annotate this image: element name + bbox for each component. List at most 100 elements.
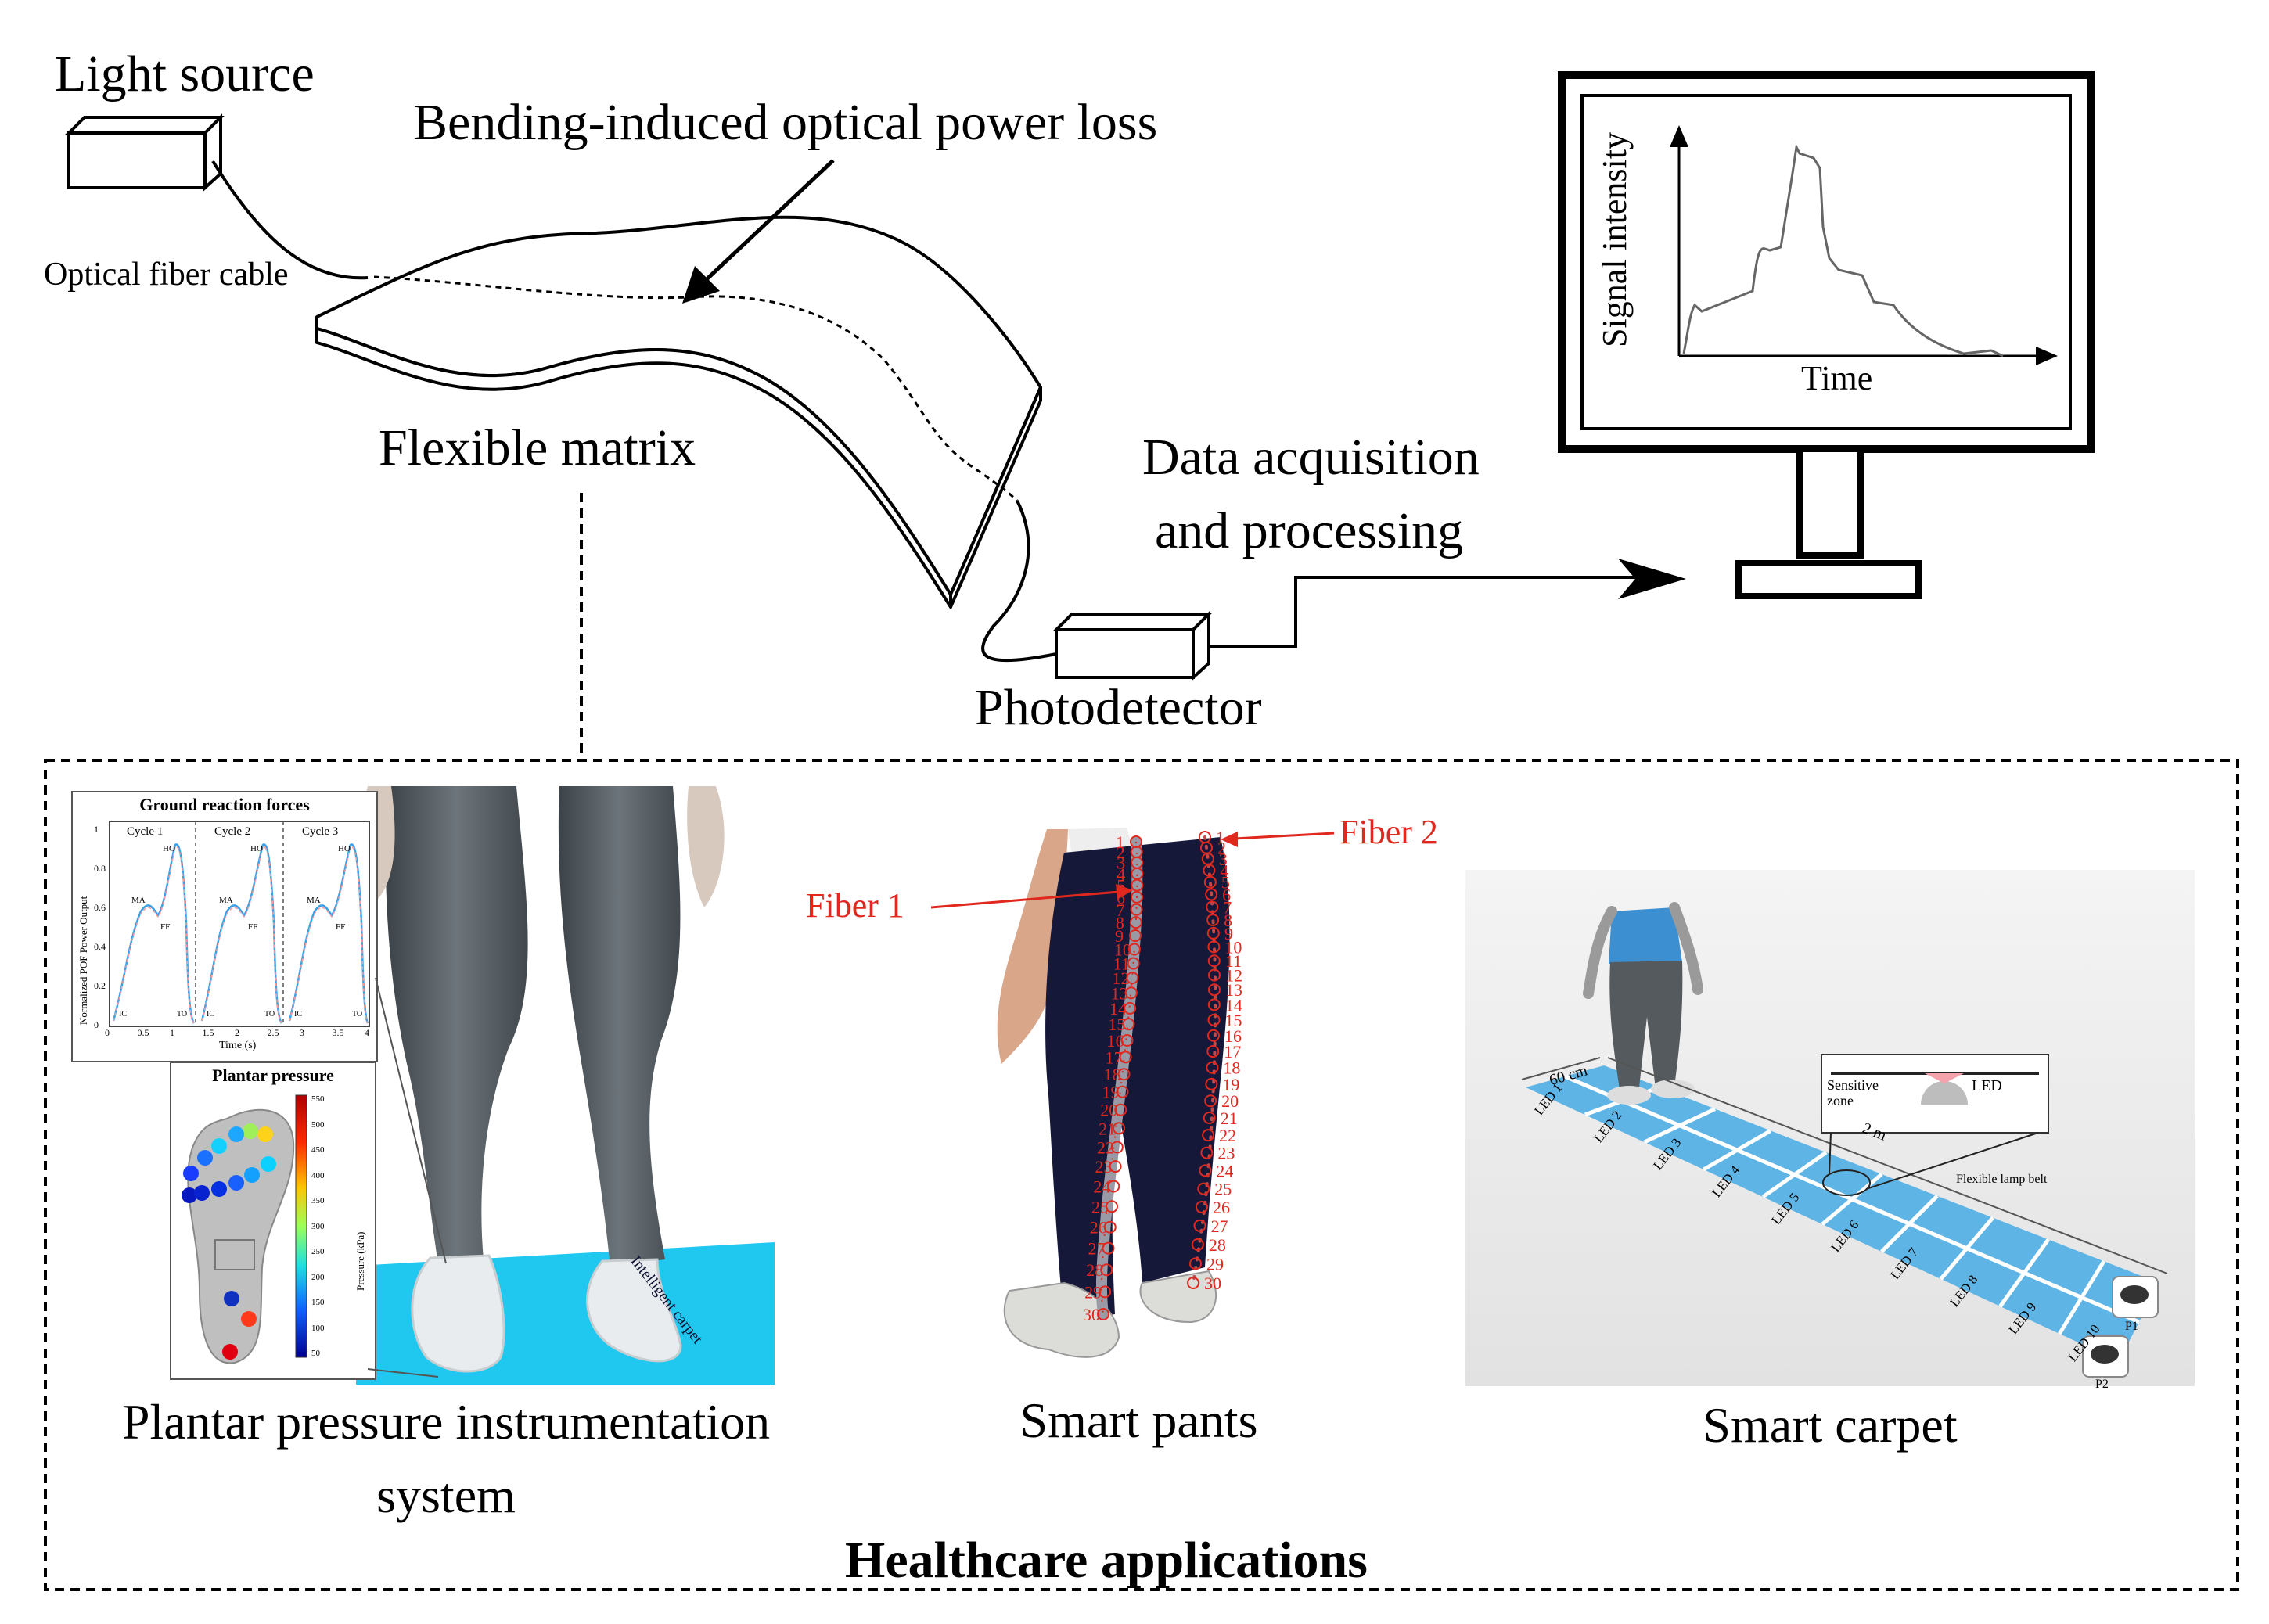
fiber2-point-number: 17 (1224, 1042, 1241, 1062)
fiber1-sensor-point (1107, 1180, 1120, 1193)
pressure-tick: 550 (311, 1094, 325, 1104)
smart-pants-figure (997, 828, 1230, 1358)
fiber1-sensor-point (1105, 1200, 1118, 1213)
fiber2-point-number: 1 (1216, 828, 1224, 847)
fiber1-sensor-point (1097, 1308, 1109, 1320)
fiber2-sensor-point (1204, 1094, 1217, 1108)
grf-marker-ma: MA (131, 896, 146, 905)
grf-marker-ho: HO (163, 844, 175, 853)
fiber1-sensor-point (1109, 1160, 1122, 1173)
grf-ytick: 0.2 (94, 980, 106, 991)
fiber2-sensor-point (1187, 1277, 1199, 1289)
fiber2-sensor-point (1200, 1146, 1214, 1159)
pressure-tick: 400 (311, 1170, 325, 1180)
flexible-matrix-label: Flexible matrix (379, 419, 696, 476)
fiber1-sensor-point (1127, 957, 1140, 970)
fiber2-point-number: 3 (1219, 850, 1228, 869)
pressure-tick: 300 (311, 1221, 325, 1231)
grf-xtick: 1.5 (202, 1027, 214, 1038)
fiber1-point-number: 14 (1109, 999, 1127, 1019)
fiber2-sensor-point (1207, 998, 1221, 1011)
signal-trace (1682, 143, 2004, 357)
grf-xtick: 3 (300, 1027, 304, 1038)
inset-pointer-line-2 (367, 1368, 439, 1378)
input-fiber-cable (211, 160, 369, 280)
embedded-fiber (373, 275, 1019, 502)
fiber1-point-number: 23 (1095, 1157, 1113, 1177)
fiber1-sensor-point (1117, 1068, 1131, 1081)
time-axis-label: Time (1801, 359, 1873, 397)
fiber1-sensor-point (1130, 903, 1143, 916)
plantar-caption-line1: Plantar pressure instrumentation (121, 1394, 771, 1450)
width-dimension-line (1521, 1057, 1601, 1080)
fiber1-point-number: 1 (1116, 832, 1124, 852)
fiber2-sensor-point (1207, 968, 1221, 982)
fiber1-sensor-point (1124, 986, 1138, 1000)
cycle-1-label: Cycle 1 (127, 825, 164, 838)
fiber2-point-number: 7 (1223, 897, 1232, 917)
grf-marker-ma: MA (219, 896, 233, 905)
fiber2-point-number: 21 (1221, 1108, 1238, 1128)
grf-xtick: 4 (365, 1027, 369, 1038)
carpet-grid-lines (1564, 1074, 2140, 1335)
fiber1-sensor-point (1099, 1285, 1112, 1299)
fiber2-sensor-point (1203, 864, 1216, 877)
fiber1-sensor-point (1114, 1103, 1127, 1116)
fiber1-sensor-point (1100, 1263, 1113, 1277)
fiber2-point-number: 10 (1224, 937, 1242, 957)
fiber1-sensor-point (1129, 916, 1142, 929)
fiber1-point-number: 11 (1113, 954, 1130, 974)
fiber1-sensor-point (1110, 1141, 1124, 1154)
fiber1-sensor-point (1120, 1033, 1134, 1047)
pressure-tick: 500 (311, 1119, 325, 1130)
plantar-pressure-title: Plantar pressure (212, 1065, 334, 1085)
length-dimension-line (1607, 1057, 2168, 1274)
carpet-center-line (1564, 1074, 2140, 1324)
fiber2-point-number: 20 (1221, 1091, 1239, 1111)
fiber2-sensor-point (1199, 1164, 1212, 1177)
fiber2-point-number: 24 (1216, 1161, 1233, 1180)
magnifier-led-label: LED (1972, 1077, 2002, 1094)
flexible-lamp-belt-label: Flexible lamp belt (1956, 1173, 2048, 1186)
fiber2-sensor-point (1191, 1238, 1204, 1251)
grf-marker-ho: HO (338, 844, 351, 853)
legs-3d-model (357, 786, 725, 1373)
pressure-tick: 150 (311, 1298, 325, 1307)
fiber2-point-number: 23 (1217, 1144, 1235, 1163)
fiber2-sensor-point (1206, 1061, 1219, 1074)
grf-plot (109, 821, 370, 1027)
fiber2-point-number: 19 (1222, 1075, 1239, 1094)
fiber1-sensor-point (1128, 929, 1142, 943)
daq-label-line1: Data acquisition (1142, 429, 1480, 486)
fiber2-point-number: 30 (1204, 1274, 1221, 1293)
fiber1-sensor-point (1116, 1085, 1129, 1098)
fiber1-point-number: 5 (1117, 876, 1125, 896)
fiber1-sensor-point (1102, 1241, 1115, 1255)
camera-p2 (2082, 1335, 2129, 1378)
fiber1-sensor-point (1131, 878, 1144, 892)
bending-loss-label: Bending-induced optical power loss (413, 94, 1158, 151)
fiber1-point-number: 19 (1102, 1083, 1119, 1102)
fiber1-point-number: 10 (1114, 940, 1131, 960)
fiber2-point-number: 25 (1214, 1180, 1232, 1199)
fiber1-point-number: 9 (1115, 926, 1124, 946)
grf-marker-ff: FF (336, 922, 346, 932)
fiber2-sensor-point (1197, 1182, 1210, 1195)
fiber2-sensor-point (1205, 1077, 1218, 1090)
p2-label: P2 (2095, 1378, 2109, 1391)
fiber1-sensor-point (1127, 943, 1141, 956)
pressure-tick: 50 (311, 1349, 320, 1358)
fiber2-point-number: 15 (1224, 1011, 1242, 1030)
fiber1-point-number: 25 (1091, 1197, 1109, 1216)
grf-ytick: 0.8 (94, 863, 106, 874)
fiber2-sensor-point (1205, 888, 1218, 901)
fiber2-point-number: 29 (1206, 1254, 1224, 1274)
grf-marker-to: TO (352, 1010, 363, 1019)
fiber1-point-number: 6 (1117, 888, 1125, 907)
grf-ytick: 0.6 (94, 902, 106, 913)
fiber1-point-number: 3 (1117, 853, 1125, 873)
fiber2-sensor-point (1202, 1129, 1215, 1142)
fiber1-point-number: 30 (1083, 1305, 1100, 1324)
inset-pointer-line (375, 977, 447, 1264)
